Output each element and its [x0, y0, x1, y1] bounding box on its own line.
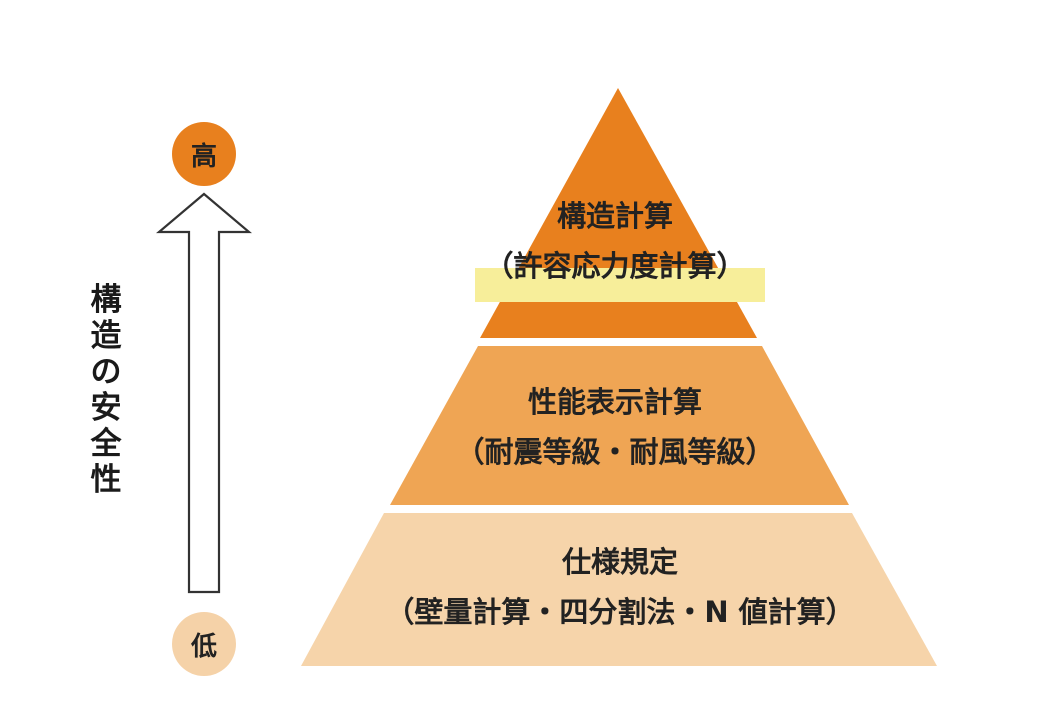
tier-top-subtitle: （許容応力度計算）: [484, 249, 746, 283]
axis-title-char: 構: [90, 282, 122, 318]
high-level-label: 高: [190, 141, 217, 172]
axis-title-char: 性: [90, 462, 122, 498]
tier-bottom-title: 仕様規定: [561, 545, 678, 579]
axis-title-char: 全: [90, 426, 122, 462]
tier-middle-subtitle: （耐震等級・耐風等級）: [455, 435, 775, 469]
subtitle-highlight-band: [475, 268, 765, 302]
tier-middle-label: 性能表示計算 （耐震等級・耐風等級）: [400, 382, 830, 472]
high-level-badge: 高: [172, 122, 236, 186]
axis-title-char: 造: [90, 318, 122, 354]
pyramid-tier-middle: [390, 346, 849, 505]
pyramid-tier-bottom: [301, 513, 937, 666]
tier-top-title: 構造計算: [556, 199, 673, 233]
tier-top-label: 構造計算 （許容応力度計算）: [440, 196, 790, 286]
low-level-label: 低: [190, 631, 217, 662]
axis-title-vertical: 構造の安全性: [86, 282, 126, 498]
axis-title-char: 安: [90, 390, 122, 426]
safety-arrow: [155, 192, 253, 594]
low-level-badge: 低: [172, 612, 236, 676]
tier-bottom-subtitle: （壁量計算・四分割法・N 値計算）: [385, 595, 855, 629]
tier-bottom-label: 仕様規定 （壁量計算・四分割法・N 値計算）: [320, 542, 920, 632]
axis-title-char: の: [90, 354, 122, 390]
tier-middle-title: 性能表示計算: [527, 385, 702, 419]
